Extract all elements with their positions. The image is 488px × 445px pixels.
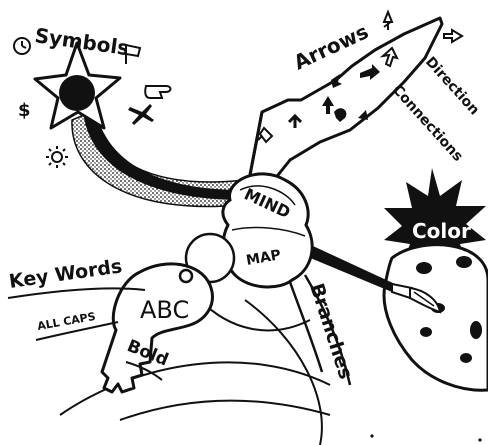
airplane-icon xyxy=(128,104,154,125)
clock-icon xyxy=(14,38,30,54)
speck xyxy=(478,438,481,441)
abc-label: ABC xyxy=(140,296,189,324)
dollar-icon: $ xyxy=(18,100,31,121)
branches-label: Branches xyxy=(305,281,357,382)
key-icon xyxy=(102,264,212,392)
direction-label: Direction xyxy=(422,54,482,118)
arrow-icon xyxy=(384,12,392,30)
pointing-hand-icon xyxy=(145,86,170,98)
key-words-label: Key Words xyxy=(8,255,124,293)
mind-map-center xyxy=(223,174,312,287)
speck xyxy=(370,434,373,437)
color-label: Color xyxy=(412,219,471,243)
star-icon xyxy=(35,43,245,207)
arrow-icon xyxy=(444,30,462,42)
flag-icon xyxy=(126,45,140,64)
palette-icon xyxy=(384,245,488,391)
sun-icon xyxy=(46,146,68,168)
